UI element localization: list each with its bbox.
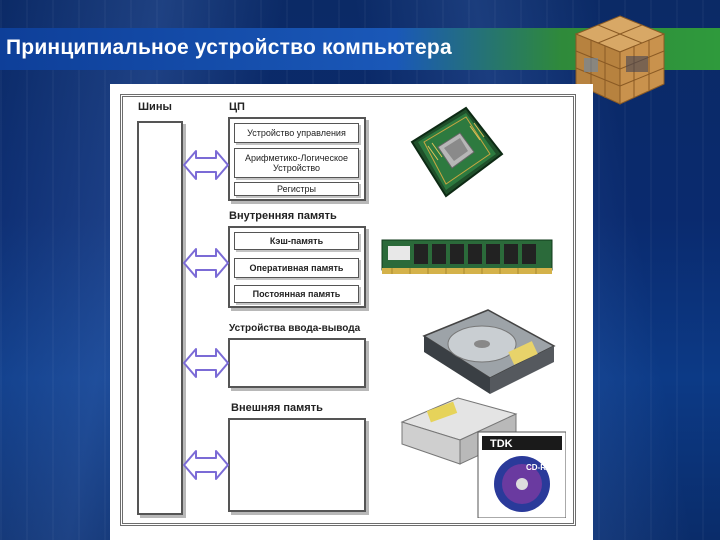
slide-title: Принципиальное устройство компьютера [6, 36, 452, 59]
disc-label-text: CD-RW [526, 463, 554, 472]
cache-memory-box: Кэш-память [234, 232, 359, 250]
ram-box: Оперативная память [234, 258, 359, 278]
optical-drive-and-disc-image: TDK CD-RW [400, 397, 566, 518]
ram-module-image [381, 239, 553, 274]
registers-box: Регистры [234, 182, 359, 196]
io-bus-double-arrow-icon [183, 348, 229, 378]
cpu-label: ЦП [229, 101, 245, 113]
bus-label: Шины [138, 101, 172, 113]
internal-memory-label: Внутренняя память [229, 210, 337, 222]
diagram-frame [120, 94, 576, 526]
rom-box: Постоянная память [234, 285, 359, 303]
alu-box: Арифметико-Логическое Устройство [234, 148, 359, 178]
tdk-logo-text: TDK [490, 438, 513, 450]
cpu-chip-image [410, 106, 504, 198]
hard-disk-image [422, 309, 556, 394]
bus-column [137, 121, 183, 515]
external-bus-double-arrow-icon [183, 450, 229, 480]
io-devices-label: Устройства ввода-вывода [229, 323, 361, 334]
cpu-bus-double-arrow-icon [183, 150, 229, 180]
external-memory-box [228, 418, 366, 512]
control-unit-box: Устройство управления [234, 123, 359, 143]
io-devices-box [228, 338, 366, 388]
external-memory-label: Внешняя память [231, 402, 323, 414]
memory-bus-double-arrow-icon [183, 248, 229, 278]
